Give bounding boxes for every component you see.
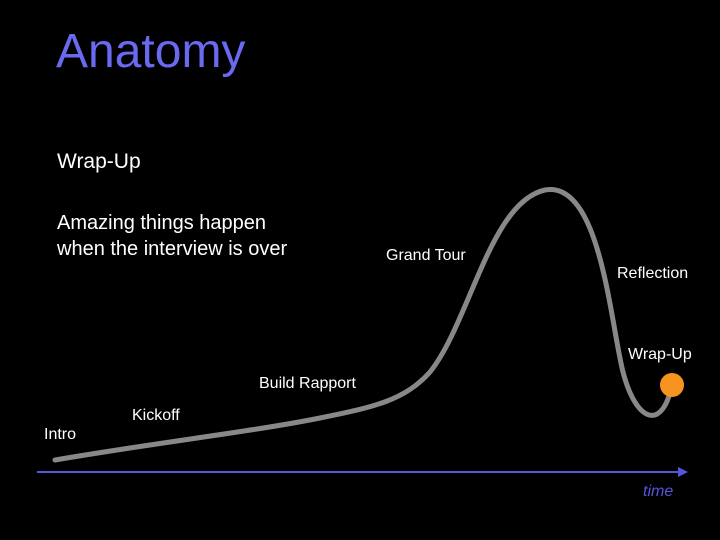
wrap-up-marker bbox=[660, 373, 684, 397]
slide-body-text: Amazing things happen when the interview… bbox=[57, 212, 288, 261]
time-axis-label: time bbox=[643, 483, 673, 500]
stage-label-kickoff: Kickoff bbox=[132, 407, 180, 424]
stage-label-wrap-up: Wrap-Up bbox=[628, 346, 692, 363]
stage-label-build-rapport: Build Rapport bbox=[259, 375, 357, 392]
slide-subtitle: Wrap-Up bbox=[57, 150, 141, 173]
stage-label-grand-tour: Grand Tour bbox=[386, 247, 466, 264]
stage-label-reflection: Reflection bbox=[617, 265, 688, 282]
stage-label-intro: Intro bbox=[44, 426, 76, 443]
time-axis-arrowhead bbox=[678, 467, 688, 477]
interview-curve bbox=[52, 187, 675, 463]
slide-title: Anatomy bbox=[56, 25, 246, 78]
